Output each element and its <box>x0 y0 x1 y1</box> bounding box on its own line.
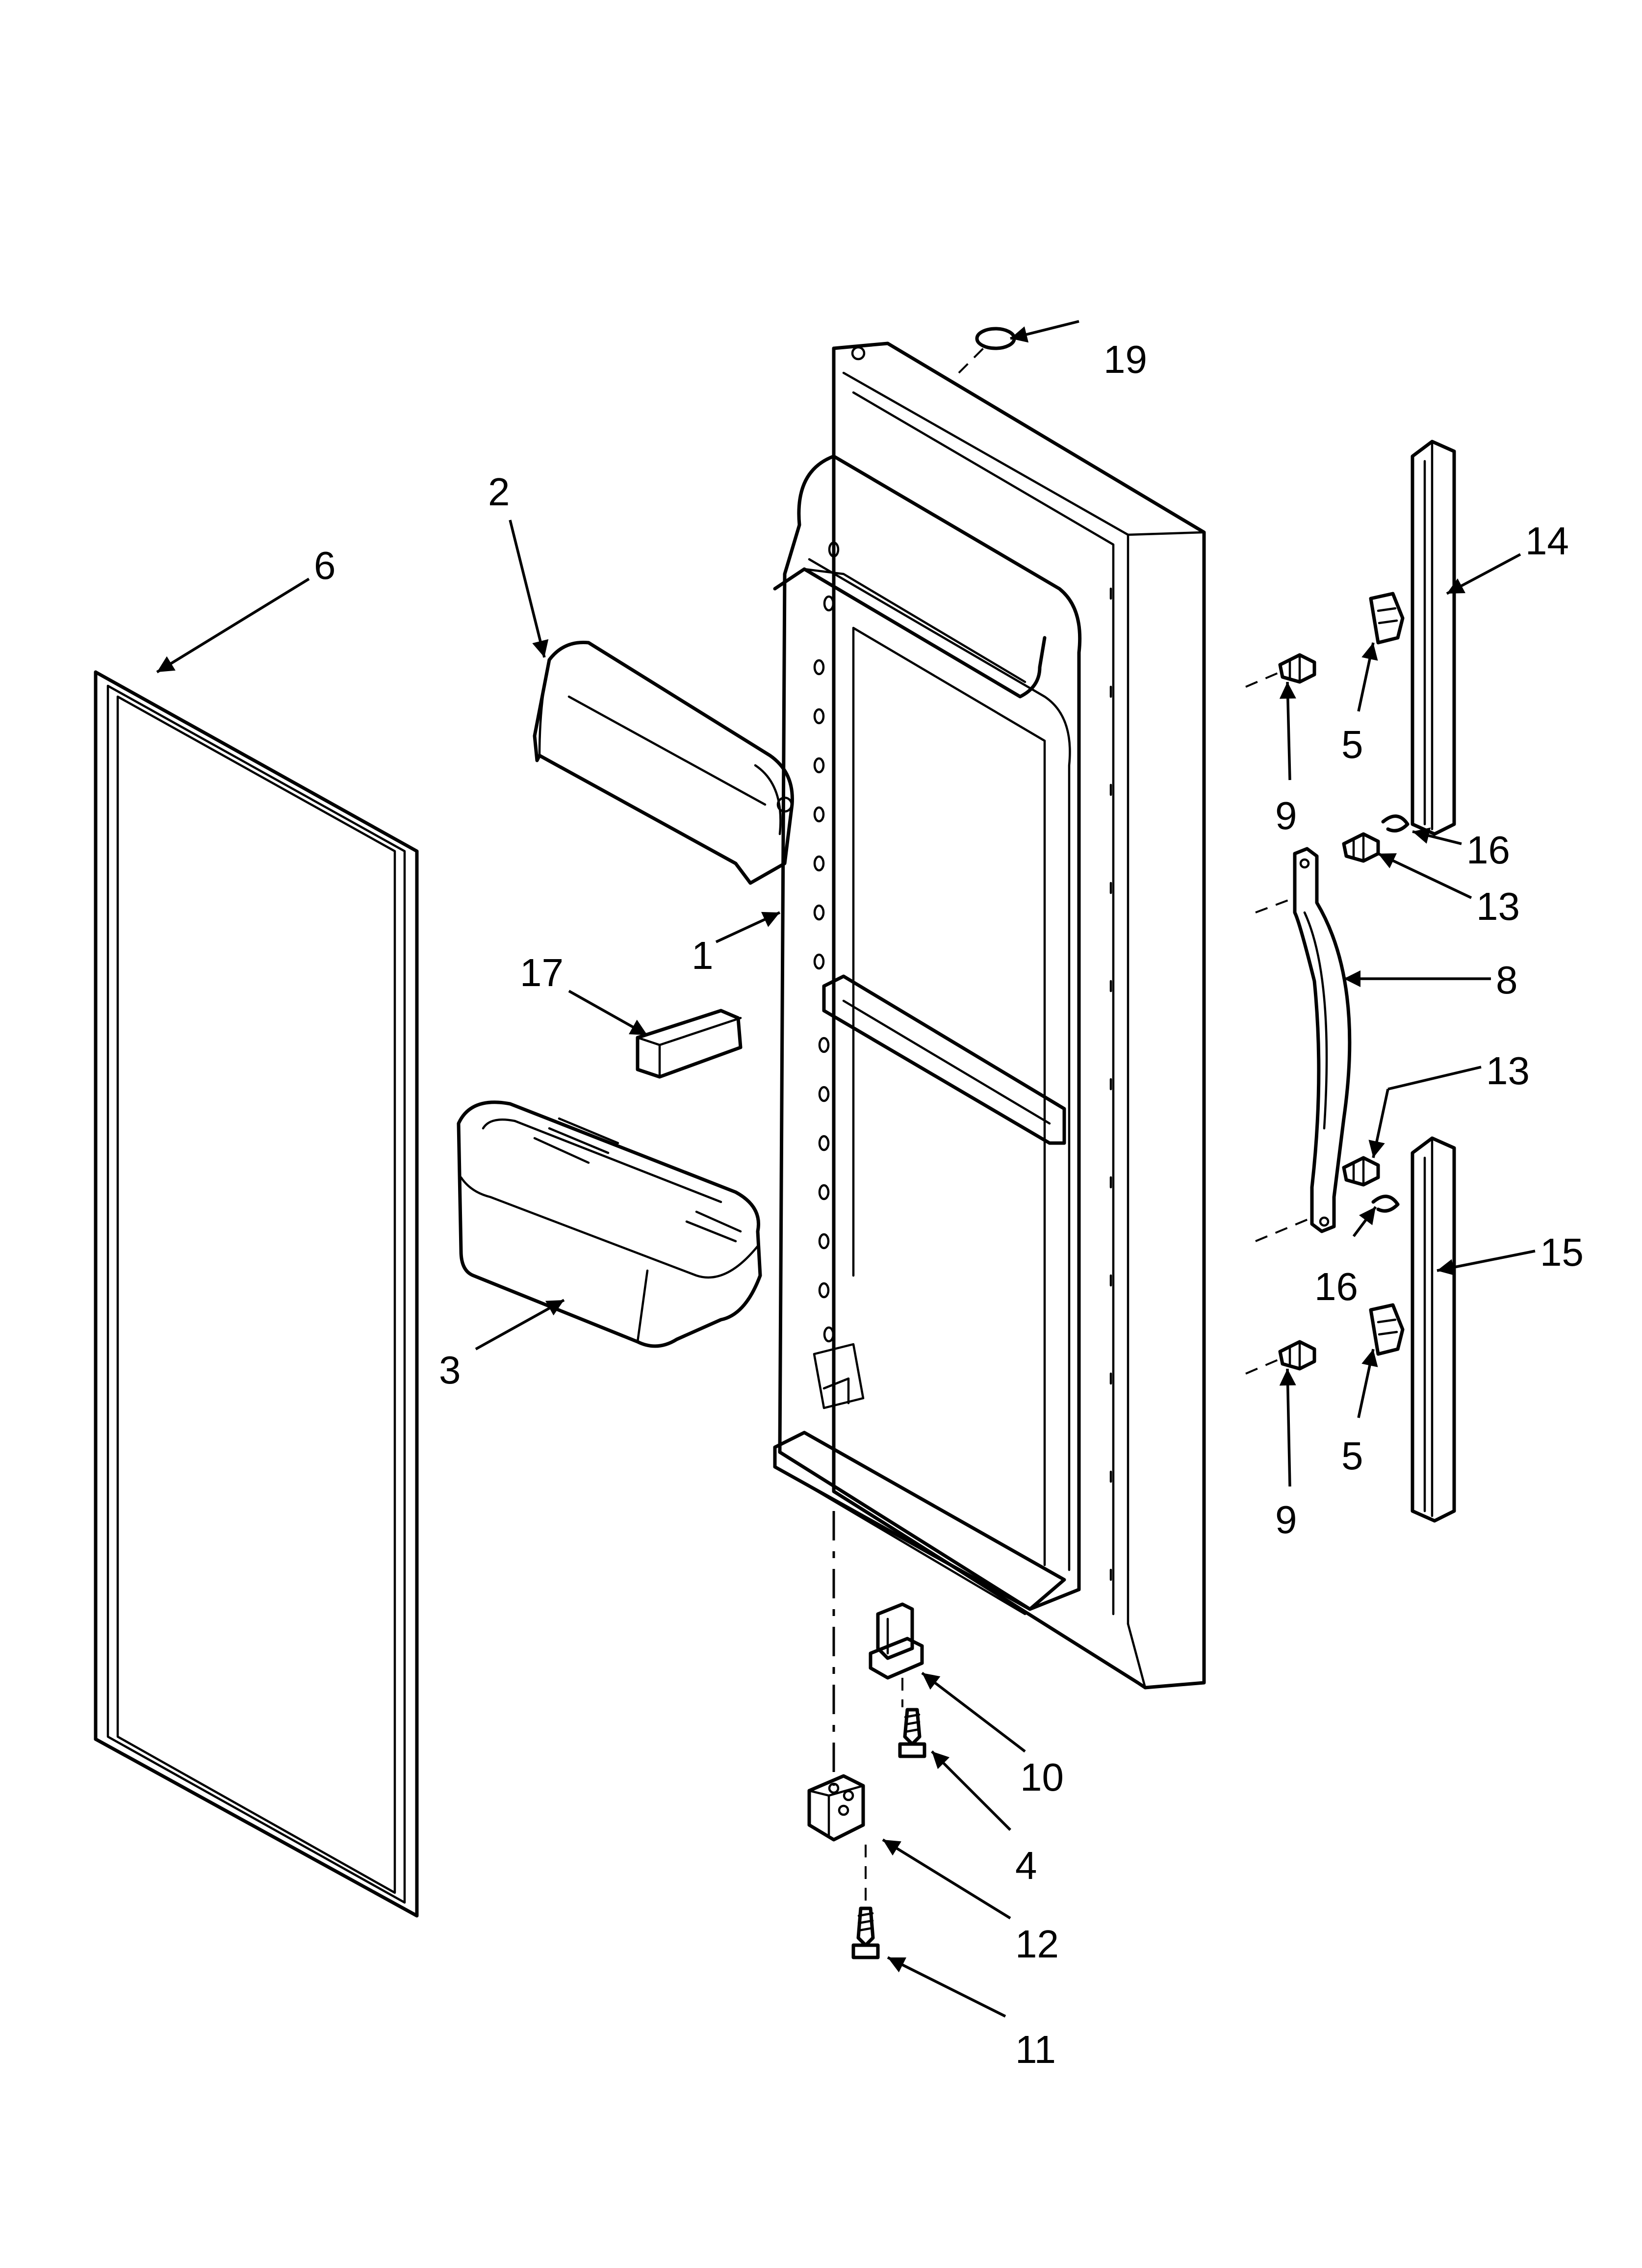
callout-13b: 13 <box>1486 1049 1530 1093</box>
refrigerator-door <box>773 341 1206 1690</box>
callout-12: 12 <box>1015 1922 1059 1966</box>
callout-3: 3 <box>439 1348 461 1392</box>
bottom-hinge <box>807 1774 865 1842</box>
lower-handle-trim <box>1411 1136 1456 1523</box>
handle-screw-lower <box>1342 1156 1380 1187</box>
callout-14: 14 <box>1525 519 1569 563</box>
door-bin <box>457 1100 762 1348</box>
screw-cap-upper <box>1381 814 1410 833</box>
handle-screw-upper <box>1342 832 1380 863</box>
callout-1: 1 <box>692 934 714 977</box>
clip-screw-lower <box>1245 1340 1316 1375</box>
leader-lines <box>156 320 1536 2018</box>
screw-cap-lower <box>1371 1195 1400 1213</box>
clip-screw-upper <box>1245 653 1316 688</box>
callout-19: 19 <box>1103 338 1147 381</box>
trim-clip-upper <box>1369 592 1405 645</box>
hinge-screw-upper <box>898 1708 926 1758</box>
trim-clip-lower <box>1369 1303 1405 1356</box>
callout-15: 15 <box>1540 1230 1584 1274</box>
callout-17: 17 <box>520 951 564 994</box>
callout-9b: 9 <box>1275 1498 1297 1541</box>
door-handle <box>1255 847 1352 1242</box>
hinge-screw-lower <box>851 1906 880 1959</box>
door-gasket <box>94 670 419 1918</box>
hinge-pin <box>869 1602 924 1707</box>
callout-5b: 5 <box>1341 1434 1363 1478</box>
callout-4: 4 <box>1015 1844 1037 1887</box>
callout-5a: 5 <box>1341 723 1363 766</box>
callout-9a: 9 <box>1275 794 1297 837</box>
callout-13a: 13 <box>1476 885 1520 928</box>
hinge-plug <box>958 327 1016 374</box>
dairy-door <box>533 640 794 885</box>
callout-2: 2 <box>488 470 510 514</box>
upper-handle-trim <box>1411 440 1456 836</box>
callout-6: 6 <box>314 544 336 587</box>
callout-8: 8 <box>1496 958 1518 1002</box>
callout-16a: 16 <box>1466 828 1510 872</box>
callout-16b: 16 <box>1314 1265 1358 1308</box>
bin-clip <box>636 1009 743 1079</box>
callout-10: 10 <box>1020 1755 1064 1799</box>
callout-labels: 19 2 6 1 17 3 10 4 12 11 14 5 9 16 13 8 … <box>314 338 1584 2071</box>
callout-11: 11 <box>1015 2028 1056 2071</box>
